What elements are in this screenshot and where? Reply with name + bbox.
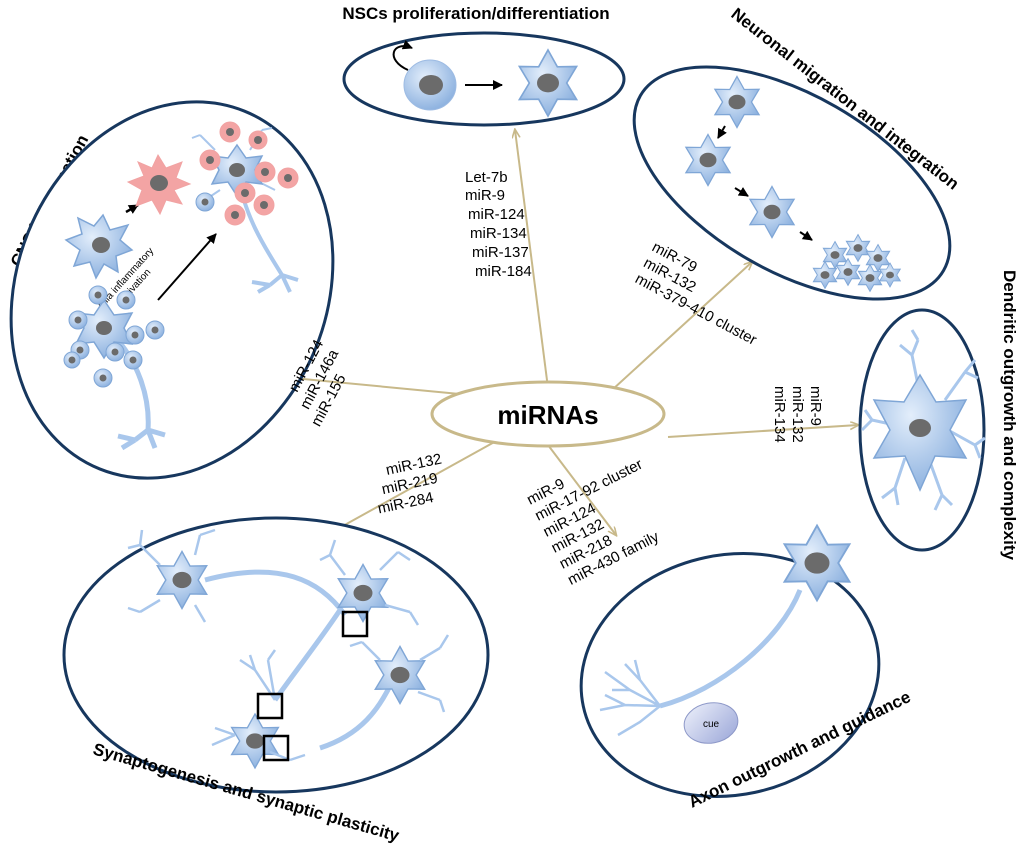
microglia-activated-icon	[126, 153, 192, 216]
arrow-to-nsc	[515, 130, 549, 389]
synapse-box-1	[341, 610, 369, 638]
neuron-cell-icon	[517, 48, 579, 118]
synapse-box-2	[256, 692, 284, 720]
panel-cns: CNS inflammation Glia inflammatory activ…	[7, 100, 350, 480]
stem-cell-nucleus	[419, 75, 443, 95]
activated-neuron-icon	[191, 121, 299, 294]
nsc-mirna-0: Let-7b	[465, 169, 508, 186]
guidance-cue	[683, 702, 739, 744]
nsc-mirna-4: miR-137	[472, 244, 529, 261]
integrated-cell-cluster	[812, 233, 902, 293]
growth-cone-branches	[599, 659, 661, 737]
dendritic-mirna-2: miR-134	[771, 386, 788, 443]
arrow-to-cns	[272, 376, 471, 396]
panel-synapse: Synaptogenesis and synaptic plasticity m…	[62, 450, 490, 845]
center-node: miRNAs	[430, 380, 666, 448]
cue-label: cue	[703, 719, 720, 730]
dendritic-mirna-0: miR-9	[807, 386, 824, 426]
nsc-mirna-list: Let-7b miR-9 miR-124 miR-134 miR-137 miR…	[465, 169, 532, 280]
panel-axon: cue Axon outgrowth and guidance miR-9 mi…	[524, 456, 914, 812]
dendritic-mirna-list: miR-9 miR-132 miR-134	[771, 386, 824, 443]
panel-migration: Neuronal migration and integration miR	[632, 4, 962, 349]
microglia-resting-icon	[64, 213, 134, 280]
axon-neuron-icon	[599, 523, 852, 737]
dendritic-mirna-1: miR-132	[789, 386, 806, 443]
connector-arrows	[272, 130, 858, 535]
synapse-neurons-icon	[127, 528, 450, 770]
center-label: miRNAs	[497, 400, 598, 430]
dendritic-title: Dendritic outgrowth and complexity	[1000, 270, 1019, 561]
dendritic-neuron-icon	[860, 329, 986, 511]
arrow-to-migration	[611, 262, 752, 391]
panel-dendritic: Dendritic outgrowth and complexity miR-9…	[771, 270, 1019, 561]
arrow-to-synapse	[332, 439, 499, 532]
synapse-box-3	[262, 734, 290, 762]
panel-nsc: NSCs proliferation/differentiation Let-7…	[342, 4, 626, 280]
axon-shaft	[659, 589, 803, 709]
self-renewal-arrow-icon	[392, 40, 413, 71]
nsc-mirna-2: miR-124	[468, 206, 525, 223]
nsc-title: NSCs proliferation/differentiation	[342, 4, 609, 23]
nsc-mirna-1: miR-9	[465, 187, 505, 204]
resting-neuron-icon	[63, 285, 166, 451]
arrow-to-dendritic	[667, 425, 858, 438]
activation-arrow-icon	[157, 233, 217, 301]
arrow-to-axon	[547, 444, 616, 535]
nsc-mirna-3: miR-134	[470, 225, 527, 242]
synapse-mirna-list: miR-132 miR-219 miR-284	[376, 450, 443, 517]
nsc-mirna-5: miR-184	[475, 263, 532, 280]
